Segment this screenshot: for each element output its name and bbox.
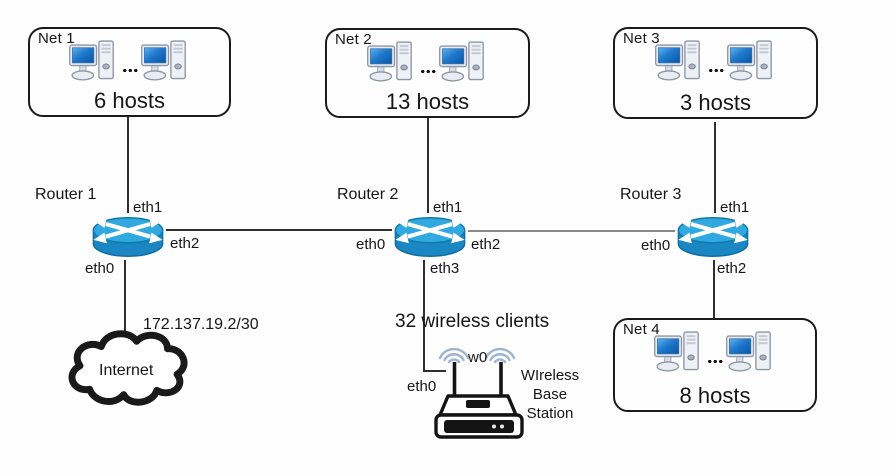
computer-icon [140, 40, 186, 81]
basestation-eth0-label: eth0 [407, 378, 437, 395]
net2-host-count: 13 hosts [385, 89, 470, 114]
net3-label: Net 3 [623, 30, 660, 47]
net1-hosts-icons [30, 39, 229, 85]
net3-box: Net 3 3 hosts [613, 27, 818, 119]
link-router2-basestation-vertical [423, 260, 425, 372]
net3-host-count: 3 hosts [680, 90, 751, 115]
computer-icon [726, 331, 771, 372]
net1-box: Net 1 6 hosts [28, 27, 231, 117]
ellipsis-dots-icon [707, 359, 723, 364]
internet-label: Internet [99, 362, 154, 379]
link-router1-router2 [166, 229, 392, 231]
net3-hosts-icons [615, 39, 816, 85]
computer-icon [366, 41, 412, 82]
router1-eth0-label: eth0 [85, 260, 115, 277]
ellipsis-dots-icon [707, 68, 724, 73]
router2-eth1-label: eth1 [433, 199, 463, 216]
link-router3-net4 [713, 260, 715, 319]
net4-host-count: 8 hosts [679, 383, 751, 408]
station-name-line2: Base [532, 386, 568, 403]
link-router2-basestation-elbow [423, 370, 446, 372]
link-net2-router2 [427, 118, 429, 213]
net2-label: Net 2 [335, 31, 372, 48]
router3-eth2-label: eth2 [717, 260, 747, 277]
router1-name: Router 1 [35, 186, 97, 203]
router1-icon [89, 212, 167, 262]
router2-name: Router 2 [337, 186, 399, 203]
link-router2-router3 [468, 230, 675, 232]
link-net3-router3 [714, 122, 716, 213]
computer-icon [68, 40, 114, 81]
router2-eth3-label: eth3 [430, 260, 460, 277]
station-name-line3: Station [526, 405, 574, 422]
router2-eth2-label: eth2 [471, 236, 501, 253]
router3-icon [674, 212, 752, 262]
router2-eth0-label: eth0 [356, 236, 386, 253]
ellipsis-dots-icon [121, 68, 138, 73]
net4-box: Net 4 8 hosts [613, 318, 817, 412]
internet-cloud-icon [68, 330, 188, 406]
computer-icon [654, 331, 699, 372]
w0-interface-label: w0 [468, 349, 488, 366]
net1-label: Net 1 [38, 30, 75, 47]
wireless-base-station-icon [434, 347, 524, 439]
router3-name: Router 3 [620, 186, 682, 203]
net2-box: Net 2 13 hosts [325, 28, 530, 118]
link-router1-internet [124, 260, 126, 334]
router3-eth1-label: eth1 [720, 199, 750, 216]
computer-icon [726, 40, 772, 81]
wan-ip-label: 172.137.19.2/30 [143, 316, 259, 333]
net4-label: Net 4 [623, 321, 660, 338]
router1-eth2-label: eth2 [170, 235, 200, 252]
router1-eth1-label: eth1 [133, 199, 163, 216]
computer-icon [438, 41, 484, 82]
router2-icon [391, 212, 469, 262]
station-name-line1: WIreless [520, 367, 580, 384]
router3-eth0-label: eth0 [641, 237, 671, 254]
ellipsis-dots-icon [419, 69, 436, 74]
wireless-clients-label: 32 wireless clients [395, 311, 550, 332]
net4-hosts-icons [615, 330, 815, 376]
wifi-signal-icon [438, 347, 516, 364]
link-net1-router1 [127, 117, 129, 213]
net2-hosts-icons [327, 40, 528, 86]
wireless-base-station-name: WIreless Base Station [504, 366, 596, 423]
computer-icon [654, 40, 700, 81]
net1-host-count: 6 hosts [94, 88, 165, 113]
